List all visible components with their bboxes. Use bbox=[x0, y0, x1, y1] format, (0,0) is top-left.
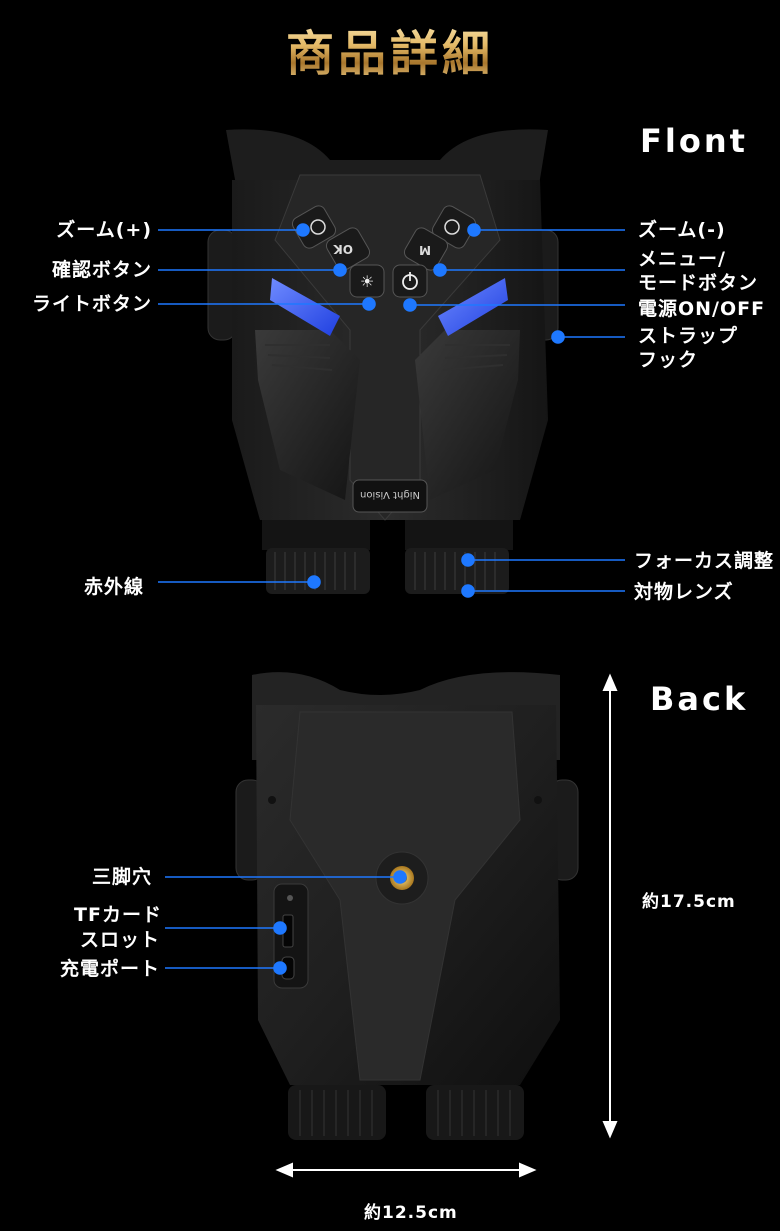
label-menu-line1: メニュー/ bbox=[638, 248, 726, 270]
label-power: 電源ON/OFF bbox=[638, 298, 766, 320]
back-screw-left bbox=[268, 796, 276, 804]
front-callouts bbox=[158, 223, 625, 598]
callout-dot bbox=[296, 223, 310, 237]
label-tripod-hole: 三脚穴 bbox=[91, 866, 152, 888]
front-device: OK ☀ M Night Vision bbox=[207, 129, 559, 594]
light-button[interactable] bbox=[349, 264, 385, 298]
label-focus: フォーカス調整 bbox=[634, 550, 775, 572]
menu-button-label: M bbox=[419, 243, 431, 257]
left-lens-neck bbox=[262, 520, 370, 550]
right-glow-eye bbox=[438, 278, 508, 336]
label-confirm-button: 確認ボタン bbox=[51, 259, 152, 281]
menu-button[interactable] bbox=[402, 225, 450, 272]
label-zoom-in: ズーム(+) bbox=[56, 219, 152, 241]
width-dimension: 約12.5cm bbox=[364, 1203, 458, 1223]
height-dimension: 約17.5cm bbox=[642, 892, 736, 912]
right-objective-lens bbox=[405, 548, 509, 594]
zoom-in-button[interactable] bbox=[290, 203, 338, 250]
label-tf-line1: TFカード bbox=[74, 904, 162, 926]
ok-button[interactable] bbox=[324, 225, 372, 272]
back-screw-right bbox=[534, 796, 542, 804]
dimension-arrows bbox=[275, 673, 618, 1178]
night-vision-badge bbox=[352, 479, 428, 513]
zoom-in-icon bbox=[310, 219, 326, 235]
back-heading: Back bbox=[650, 680, 749, 718]
left-facet bbox=[255, 330, 360, 500]
right-facet bbox=[415, 330, 520, 500]
label-infrared: 赤外線 bbox=[83, 576, 144, 598]
zoom-out-icon bbox=[444, 219, 460, 235]
label-tf-line2: スロット bbox=[79, 929, 160, 951]
left-strap-hook bbox=[207, 229, 237, 341]
label-light-button: ライトボタン bbox=[31, 293, 152, 315]
right-lens-neck bbox=[405, 520, 513, 550]
ok-button-label: OK bbox=[333, 242, 353, 256]
back-device bbox=[235, 672, 579, 1140]
label-zoom-out: ズーム(-) bbox=[638, 219, 726, 241]
night-vision-badge-text: Night Vision bbox=[360, 489, 420, 500]
label-strap-line1: ストラップ bbox=[638, 325, 739, 347]
sun-icon: ☀ bbox=[360, 272, 374, 291]
page-title: 商品詳細 bbox=[0, 14, 780, 84]
label-strap-line2: フック bbox=[638, 349, 699, 371]
left-glow-eye bbox=[270, 278, 340, 336]
label-objective-lens: 対物レンズ bbox=[634, 581, 734, 603]
label-menu-line2: モードボタン bbox=[638, 272, 759, 294]
back-callouts bbox=[165, 870, 407, 975]
front-heading: Flont bbox=[640, 122, 748, 160]
label-charge-port: 充電ポート bbox=[59, 958, 160, 980]
